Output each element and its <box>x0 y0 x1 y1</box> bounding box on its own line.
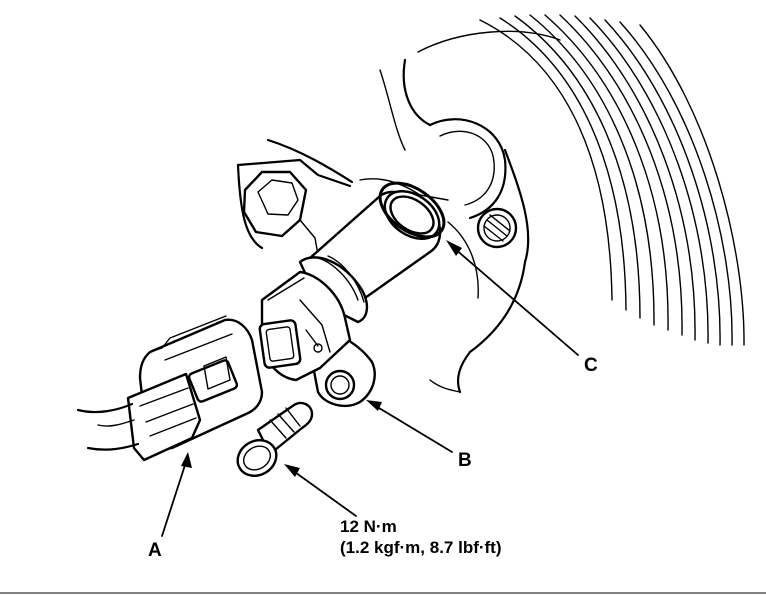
torque-value: 12 N·m <box>340 517 397 536</box>
callout-labels: C B A 12 N·m (1.2 kgf·m, 8.7 lbf·ft) <box>148 355 598 561</box>
arrow-a-icon <box>181 452 192 468</box>
leader-lines <box>161 240 579 537</box>
harness-connector <box>76 315 264 462</box>
torque-conversions: (1.2 kgf·m, 8.7 lbf·ft) <box>340 538 502 557</box>
arrow-c-icon <box>446 240 462 256</box>
o-ring <box>378 181 446 239</box>
engine-block <box>236 58 530 394</box>
label-c: C <box>584 355 598 376</box>
arrow-torque-icon <box>284 464 300 477</box>
bolt-hole <box>476 207 518 249</box>
label-b: B <box>458 450 472 471</box>
wheel-disc <box>417 14 745 346</box>
label-a: A <box>148 540 162 561</box>
hex-nut <box>242 170 319 256</box>
arrow-b-icon <box>366 400 382 411</box>
mounting-bolt <box>236 401 314 477</box>
